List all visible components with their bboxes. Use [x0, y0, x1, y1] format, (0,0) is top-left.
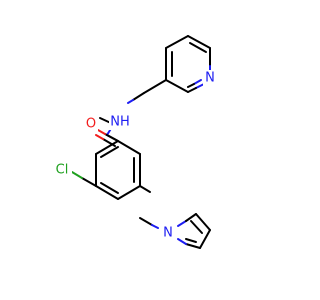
bond [195, 83, 205, 89]
bond [187, 83, 195, 88]
bond [127, 99, 134, 104]
bond [95, 185, 119, 200]
bond [185, 213, 197, 222]
bond [151, 224, 159, 229]
bond [185, 243, 201, 249]
benzene-ring [95, 140, 141, 200]
bond [187, 87, 197, 93]
label-background [84, 116, 98, 132]
bond [185, 238, 197, 243]
bond [71, 171, 83, 179]
pyrrole-nitrogen-label: N [163, 226, 173, 241]
bond [100, 182, 119, 194]
carbonyl-oxygen-label: O [86, 117, 96, 132]
chlorine-label: Cl [56, 163, 69, 178]
bond [177, 220, 187, 227]
structure-diagram: N NH O Cl N [52, 35, 217, 249]
molecule-canvas: N NH O Cl N [52, 35, 217, 249]
label-background [161, 225, 175, 241]
bond [187, 35, 211, 49]
bond [100, 146, 119, 158]
pyridine-nitrogen-label: N [205, 71, 215, 86]
label-background [203, 70, 217, 86]
bond [195, 213, 211, 231]
bond [165, 79, 189, 93]
bond [143, 79, 167, 94]
amide-nh-label: NH [110, 115, 130, 130]
bond [95, 134, 104, 140]
pyridine-ring [165, 35, 211, 93]
bond [104, 133, 119, 142]
bond [177, 238, 187, 245]
pyrrole-ring [177, 213, 211, 249]
bond [190, 220, 203, 234]
label-background [109, 114, 131, 130]
bond [139, 217, 153, 226]
atom-labels: N NH O Cl N [52, 70, 217, 241]
label-background [52, 162, 72, 178]
bond [117, 140, 141, 155]
bond [189, 42, 207, 53]
bond [132, 92, 145, 101]
bond [97, 129, 106, 135]
bond [199, 229, 211, 249]
bond [165, 35, 189, 49]
bond [193, 79, 202, 85]
bond [139, 185, 151, 193]
bond [95, 140, 119, 155]
bond [81, 177, 97, 187]
bond [117, 185, 141, 200]
